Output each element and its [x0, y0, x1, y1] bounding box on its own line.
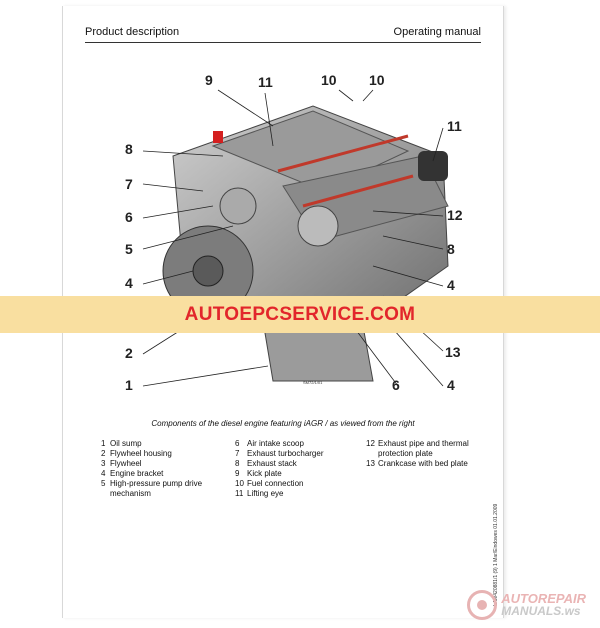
callout-label: 1 [125, 377, 133, 393]
document-code: LAM420881/1 (9) 1 Mar/Eindowes 01.01.200… [493, 503, 499, 606]
autorepair-logo-icon [467, 590, 498, 620]
callout-label: 5 [125, 241, 133, 257]
engine-illustration: SM72/1/01 9 11 10 10 8 11 7 6 12 5 8 4 4… [63, 66, 503, 406]
header-left: Product description [85, 26, 180, 38]
watermark-banner: AUTOEPCSERVICE.COM [0, 296, 600, 333]
header-right: Operating manual [393, 26, 481, 38]
callout-label: 2 [125, 345, 133, 361]
callout-label: 12 [447, 207, 463, 223]
callout-label: 4 [125, 275, 133, 291]
header-divider [85, 42, 481, 43]
callout-label: 8 [447, 241, 455, 257]
callout-label: 6 [392, 377, 400, 393]
callout-label: 9 [205, 72, 213, 88]
callout-label: 6 [125, 209, 133, 225]
callout-label: 13 [445, 344, 461, 360]
watermark-line2: MANUALS.ws [501, 604, 581, 618]
callout-label: 10 [369, 72, 385, 88]
callout-label: 4 [447, 377, 455, 393]
engine-drawing: SM72/1/01 [142, 89, 449, 387]
callout-label: 7 [125, 176, 133, 192]
callout-label: 11 [447, 118, 462, 134]
banner-text: AUTOEPCSERVICE.COM [184, 303, 416, 325]
callout-label: 10 [321, 72, 337, 88]
callout-label: 8 [125, 141, 133, 157]
figure-caption: Components of the diesel engine featurin… [151, 419, 415, 428]
watermark-logo: AUTOREPAIR MANUALS.ws [467, 590, 586, 620]
callout-label: 11 [258, 74, 273, 90]
callout-label: 4 [447, 277, 455, 293]
watermark-line1: AUTOREPAIR [501, 591, 586, 606]
figure-code: SM72/1/01 [303, 380, 323, 385]
